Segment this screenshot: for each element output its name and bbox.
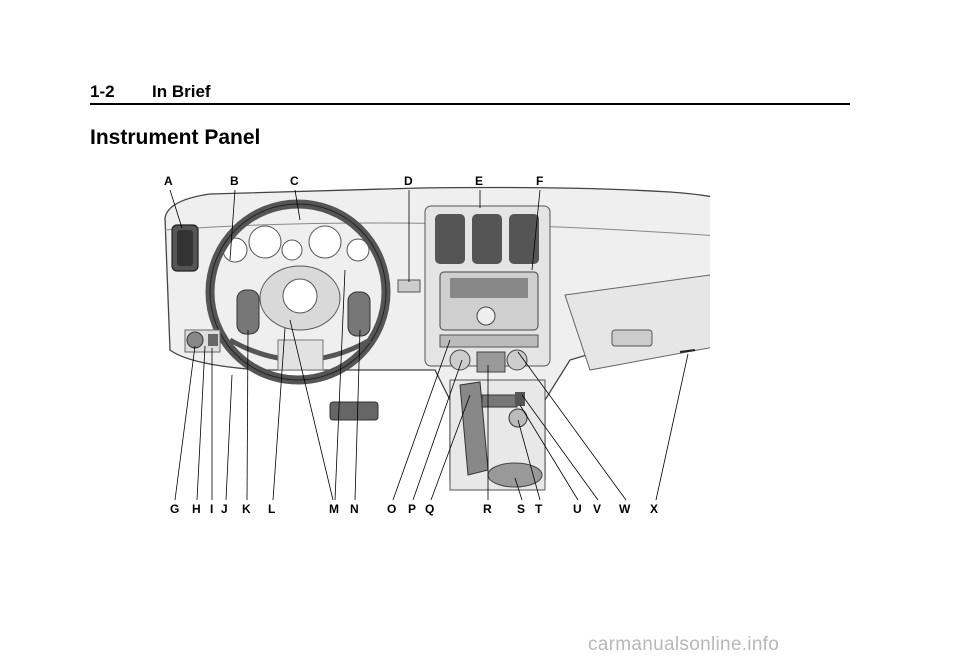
callout-top-c: C (290, 174, 299, 188)
callout-bottom-n: N (350, 502, 359, 516)
page-header: 1-2 In Brief (90, 82, 850, 106)
callout-bottom-g: G (170, 502, 179, 516)
instrument-panel-illustration: A B C D E F A G H I J K L M N O P Q R S … (150, 170, 710, 520)
callout-bottom-m: M (329, 502, 339, 516)
callout-top-e: E (475, 174, 483, 188)
callout-bottom-h: H (192, 502, 201, 516)
callout-top-b: B (230, 174, 239, 188)
callout-top-a-left: A (164, 174, 173, 188)
callout-bottom-x: X (650, 502, 658, 516)
page-title: Instrument Panel (90, 126, 261, 149)
callout-bottom-r: R (483, 502, 492, 516)
callout-bottom-l: L (268, 502, 275, 516)
section-title: In Brief (152, 82, 211, 101)
callout-bottom-t: T (535, 502, 543, 516)
watermark: carmanualsonline.info (588, 634, 780, 655)
callout-bottom-o: O (387, 502, 396, 516)
page-number: 1-2 (90, 82, 115, 101)
callout-bottom-i: I (210, 502, 213, 516)
callout-bottom-u: U (573, 502, 582, 516)
callout-bottom-s: S (517, 502, 525, 516)
instrument-panel-svg: A B C D E F A G H I J K L M N O P Q R S … (164, 174, 710, 516)
callout-bottom-k: K (242, 502, 251, 516)
callout-bottom-q: Q (425, 502, 434, 516)
callout-top-f: F (536, 174, 543, 188)
callout-bottom-p: P (408, 502, 416, 516)
callout-bottom-j: J (221, 502, 228, 516)
callout-bottom-w: W (619, 502, 631, 516)
header-rule (90, 103, 850, 105)
callout-top-d: D (404, 174, 413, 188)
callout-bottom-v: V (593, 502, 601, 516)
